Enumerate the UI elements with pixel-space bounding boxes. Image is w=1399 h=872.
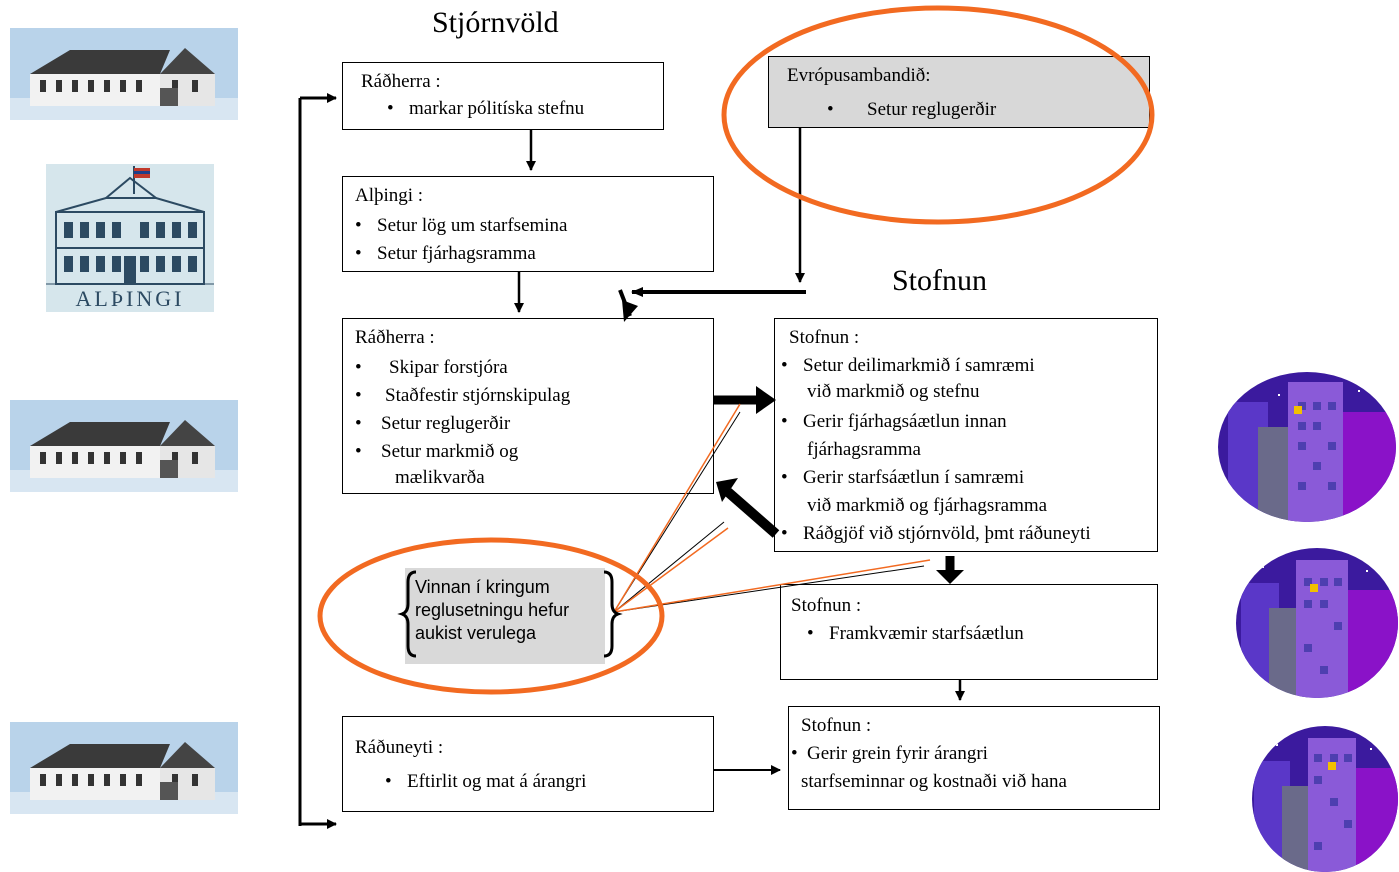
minister-box-1: Ráðherra : •markar pólitíska stefnu [342, 62, 664, 130]
list-item: •markar pólitíska stefnu [387, 98, 585, 119]
list-item: •Skipar forstjóra [355, 357, 508, 378]
agency-box-2: Stofnun : •Framkvæmir starfsáætlun [780, 584, 1158, 680]
right-brace [603, 570, 623, 658]
highlight-ellipse-eu [721, 5, 1155, 225]
box-title: Stofnun : [791, 595, 862, 616]
list-item: •Framkvæmir starfsáætlun [807, 623, 1024, 644]
note-line: reglusetningu hefur [415, 600, 570, 620]
parliament-box: Alþingi : •Setur lög um starfsemina •Set… [342, 176, 714, 272]
parliament-building-image: ALÞINGI [46, 164, 214, 312]
box-title: Alþingi : [355, 185, 424, 206]
list-item: •Gerir grein fyrir árangri [791, 743, 988, 764]
night-city-image-2 [1236, 548, 1398, 698]
box-title: Evrópusambandið: [787, 65, 931, 86]
list-item: mælikvarða [395, 467, 485, 488]
box-title: Ráðuneyti : [355, 737, 444, 758]
list-item: •Setur fjárhagsramma [355, 243, 536, 264]
list-item: •Setur reglugerðir [355, 413, 511, 434]
list-item: fjárhagsramma [807, 439, 921, 460]
list-item: •Gerir fjárhagsáætlun innan [781, 411, 1007, 432]
government-building-image-1 [10, 28, 238, 120]
list-item: •Setur lög um starfsemina [355, 215, 568, 236]
government-building-image-2 [10, 400, 238, 492]
box-title: Stofnun : [789, 327, 860, 348]
ministry-box: Ráðuneyti : •Eftirlit og mat á árangri [342, 716, 714, 812]
night-city-image-1 [1218, 372, 1396, 522]
list-item: •Setur reglugerðir [827, 99, 997, 120]
list-item: •Ráðgjöf við stjórnvöld, þmt ráðuneyti [781, 523, 1091, 544]
list-item: starfseminnar og kostnaði við hana [801, 771, 1067, 792]
box-title: Ráðherra : [355, 327, 435, 348]
list-item: við markmið og stefnu [807, 381, 980, 402]
note-box: Vinnan í kringum reglusetningu hefur auk… [405, 568, 605, 664]
eu-box: Evrópusambandið: •Setur reglugerðir [768, 56, 1150, 128]
minister-box-2: Ráðherra : •Skipar forstjóra •Staðfestir… [342, 318, 714, 494]
box-title: Ráðherra : [361, 71, 441, 92]
note-line: aukist verulega [415, 623, 537, 643]
left-brace [397, 570, 417, 658]
agency-heading: Stofnun [892, 264, 988, 297]
list-item: •Gerir starfsáætlun í samræmi [781, 467, 1025, 488]
note-line: Vinnan í kringum [415, 577, 550, 597]
parliament-logo-text: ALÞINGI [76, 286, 185, 311]
night-city-image-3 [1252, 726, 1398, 872]
list-item: •Setur deilimarkmið í samræmi [781, 355, 1035, 376]
highlight-ellipse-note [317, 537, 665, 695]
government-building-image-3 [10, 722, 238, 814]
agency-box-1: Stofnun : •Setur deilimarkmið í samræmi … [774, 318, 1158, 552]
agency-box-3: Stofnun : •Gerir grein fyrir árangri sta… [788, 706, 1160, 810]
box-title: Stofnun : [801, 715, 872, 736]
government-heading: Stjórnvöld [432, 6, 559, 39]
list-item: •Eftirlit og mat á árangri [385, 771, 587, 792]
list-item: •Setur markmið og [355, 441, 519, 462]
arrow-agency-to-minister [724, 488, 780, 538]
list-item: •Staðfestir stjórnskipulag [355, 385, 571, 406]
list-item: við markmið og fjárhagsramma [807, 495, 1048, 516]
